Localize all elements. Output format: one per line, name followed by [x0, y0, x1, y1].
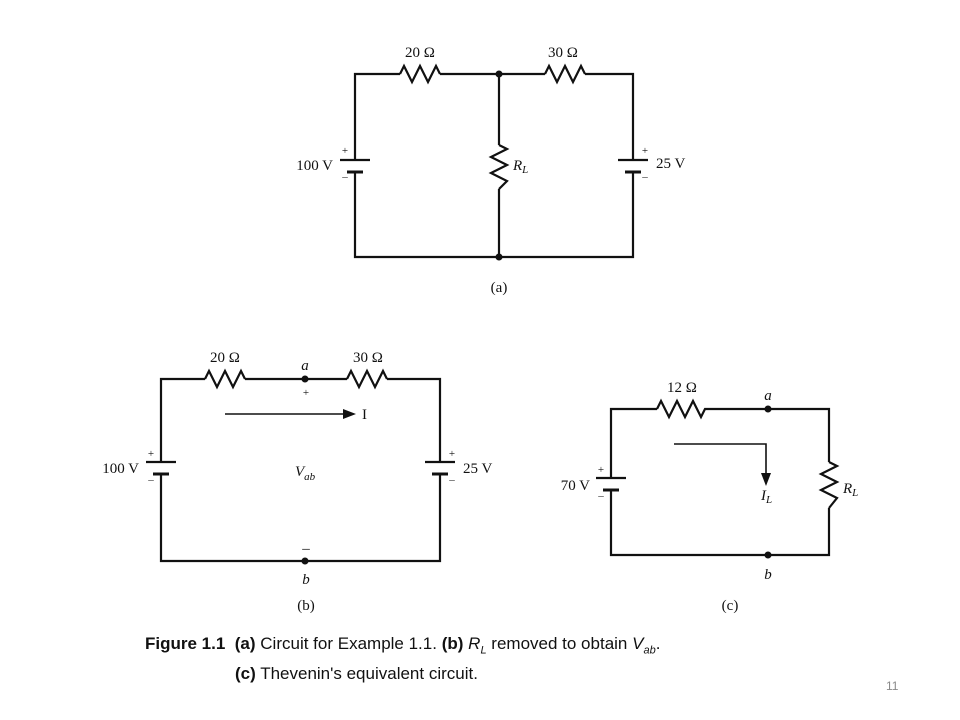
page-number: 11	[886, 679, 899, 693]
circuit-a-v1-plus: +	[342, 145, 348, 157]
circuit-a-v2-minus: –	[641, 171, 648, 183]
circuit-c-node-b-dot	[764, 551, 772, 559]
circuit-b-battery-25v	[425, 460, 455, 476]
caption-b-symbol: RL	[468, 634, 487, 657]
circuit-a-battery-25v	[618, 158, 648, 174]
circuit-c-vth-label: 70 V	[561, 478, 590, 494]
circuit-a-load-label: RL	[512, 158, 528, 176]
circuit-c-caption: (c)	[722, 598, 739, 614]
circuit-b: 20 Ω 30 Ω a + – b I Vab 100 V + – 25 V +…	[102, 350, 492, 614]
circuit-a-resistor-load	[488, 144, 510, 190]
circuit-b-node-b-minus: –	[301, 541, 310, 557]
circuit-c-load-label: RL	[842, 481, 858, 499]
circuit-a-v1-minus: –	[341, 171, 348, 183]
circuit-a-caption: (a)	[491, 280, 508, 296]
caption-b-text: removed to obtain	[491, 634, 628, 653]
circuit-a-v2-plus: +	[642, 145, 648, 157]
circuit-a: 20 Ω 30 Ω 100 V + – 25 V + – RL (a)	[296, 45, 685, 296]
circuit-c-current-label: IL	[760, 488, 772, 506]
circuit-c-node-a-label: a	[764, 388, 772, 404]
caption-c-text: Thevenin's equivalent circuit.	[260, 664, 478, 683]
circuit-b-wires	[159, 377, 442, 563]
caption-a-text: Circuit for Example 1.1.	[260, 634, 437, 653]
circuit-b-r1-label: 20 Ω	[210, 350, 240, 366]
caption-a-tag: (a)	[234, 634, 256, 653]
circuit-c-wires	[609, 407, 831, 557]
caption-b-voltage: Vab	[632, 634, 656, 657]
circuit-b-v2-label: 25 V	[463, 461, 492, 477]
circuit-a-battery-100v	[340, 158, 370, 174]
circuit-c: 12 Ω a b IL RL 70 V + – (c)	[561, 380, 859, 614]
circuit-b-battery-100v	[146, 460, 176, 476]
caption-c-tag: (c)	[235, 664, 256, 683]
circuit-b-node-b-label: b	[302, 572, 310, 588]
circuit-c-resistor-load	[818, 461, 840, 509]
figure-caption-line-2: (c) Thevenin's equivalent circuit.	[235, 664, 478, 684]
circuit-b-v1-minus: –	[147, 474, 154, 486]
figure-number: Figure 1.1	[145, 634, 226, 653]
circuit-c-current-arrow	[674, 443, 771, 486]
circuit-b-resistor-30	[346, 368, 388, 390]
circuit-b-node-a-label: a	[301, 358, 309, 374]
circuit-b-resistor-20	[204, 368, 246, 390]
circuit-a-r2-label: 30 Ω	[548, 45, 578, 61]
circuit-b-current-arrow	[225, 409, 356, 419]
circuit-a-v2-label: 25 V	[656, 156, 685, 172]
circuit-b-v2-minus: –	[448, 474, 455, 486]
circuit-b-node-a-dot	[301, 375, 309, 383]
circuit-b-caption: (b)	[297, 598, 315, 614]
circuit-c-resistor-12	[656, 398, 707, 420]
circuit-a-junction-bottom	[495, 253, 503, 261]
circuit-c-node-b-label: b	[764, 567, 772, 583]
circuit-b-current-label: I	[362, 407, 367, 423]
circuit-a-v1-label: 100 V	[296, 158, 333, 174]
circuit-a-r1-label: 20 Ω	[405, 45, 435, 61]
circuit-a-resistor-30	[544, 63, 586, 85]
circuit-c-node-a-dot	[764, 405, 772, 413]
caption-b-end: .	[655, 634, 661, 653]
circuit-a-resistor-20	[399, 63, 441, 85]
circuit-b-r2-label: 30 Ω	[353, 350, 383, 366]
circuit-c-vth-minus: –	[597, 490, 604, 502]
circuit-b-v1-plus: +	[148, 448, 154, 460]
circuit-b-node-a-plus: +	[303, 387, 309, 399]
circuit-c-rth-label: 12 Ω	[667, 380, 697, 396]
circuit-a-junction-top	[495, 70, 503, 78]
circuit-b-v1-label: 100 V	[102, 461, 139, 477]
circuit-b-v2-plus: +	[449, 448, 455, 460]
circuit-a-wires	[353, 72, 635, 259]
circuit-c-vth-plus: +	[598, 464, 604, 476]
figure-caption-line-1: Figure 1.1 (a) Circuit for Example 1.1. …	[145, 634, 660, 656]
circuit-b-vab-label: Vab	[295, 464, 316, 483]
circuit-b-node-b-dot	[301, 557, 309, 565]
caption-b-tag: (b)	[441, 634, 464, 653]
circuit-c-battery-70v	[596, 476, 626, 492]
